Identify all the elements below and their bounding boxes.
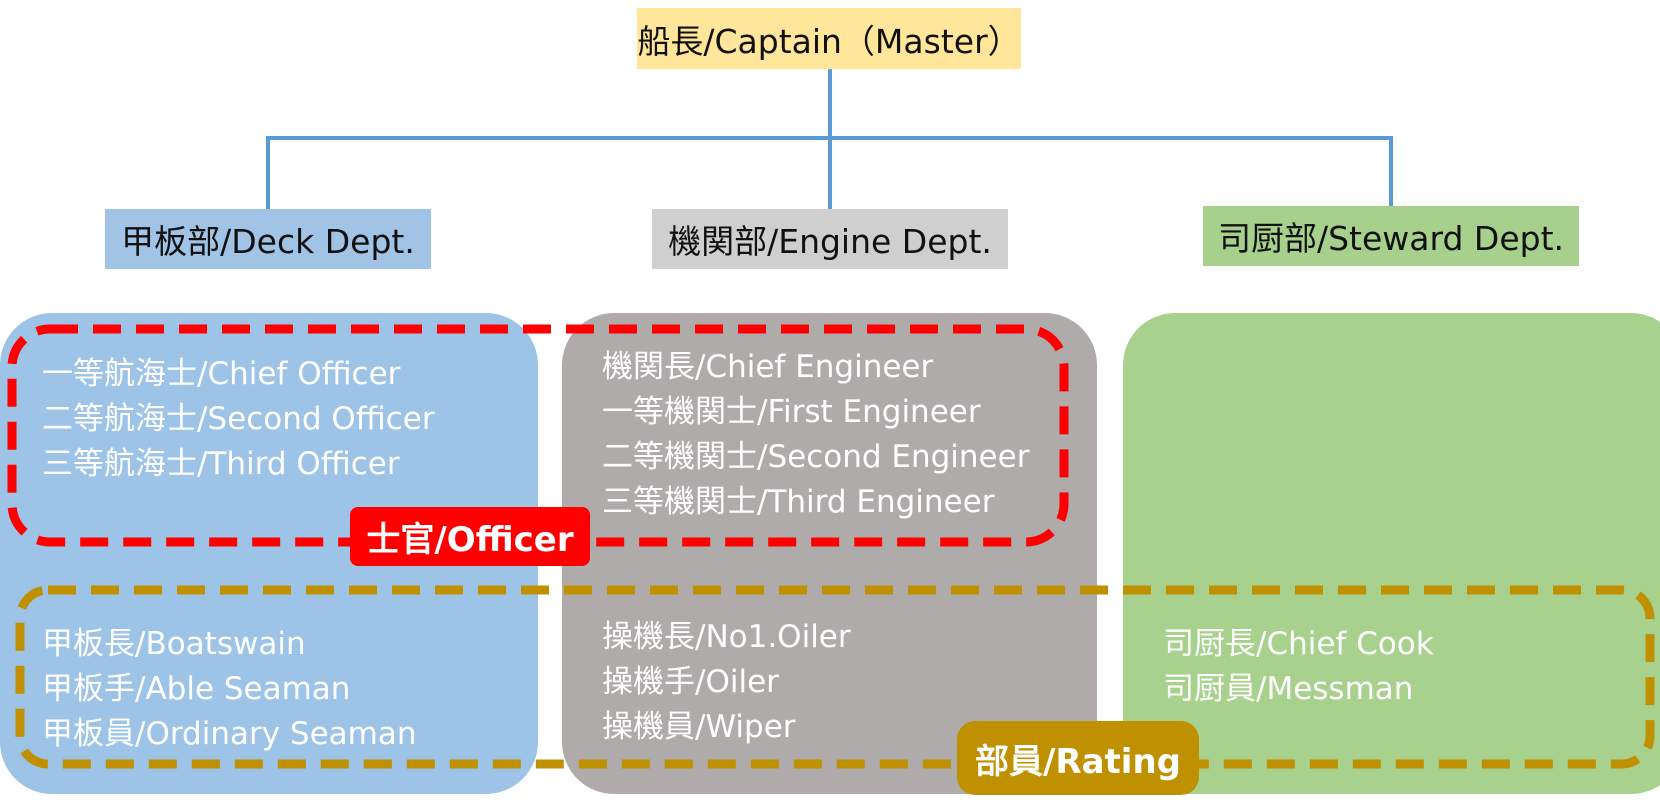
- engine-panel: [562, 313, 1097, 794]
- role-second-engineer: 二等機関士/Second Engineer: [602, 439, 1030, 475]
- steward-panel: [1123, 313, 1660, 794]
- role-chief-engineer: 機関長/Chief Engineer: [602, 349, 934, 385]
- role-messman: 司厨員/Messman: [1163, 671, 1414, 707]
- role-chief-cook: 司厨長/Chief Cook: [1163, 626, 1434, 662]
- engine-officer-list: 機関長/Chief Engineer 一等機関士/First Engineer …: [602, 345, 1029, 525]
- deck-rating-list: 甲板長/Boatswain 甲板手/Able Seaman 甲板員/Ordina…: [42, 622, 417, 757]
- deck-dept-box: 甲板部/Deck Dept.: [105, 209, 431, 269]
- deck-officer-list: 一等航海士/Chief Officer 二等航海士/Second Officer…: [42, 352, 435, 487]
- rating-group-label: 部員/Rating: [957, 721, 1199, 795]
- steward-rating-list: 司厨長/Chief Cook 司厨員/Messman: [1163, 622, 1434, 712]
- role-chief-officer: 一等航海士/Chief Officer: [42, 356, 401, 392]
- role-third-engineer: 三等機関士/Third Engineer: [602, 484, 995, 520]
- officer-group-label: 士官/Officer: [350, 507, 590, 566]
- role-second-officer: 二等航海士/Second Officer: [42, 401, 435, 437]
- rating-group-outline: [15, 585, 1655, 769]
- steward-dept-box: 司厨部/Steward Dept.: [1203, 206, 1579, 266]
- role-able-seaman: 甲板手/Able Seaman: [42, 671, 351, 707]
- role-first-engineer: 一等機関士/First Engineer: [602, 394, 981, 430]
- engine-rating-list: 操機長/No1.Oiler 操機手/Oiler 操機員/Wiper: [602, 615, 851, 750]
- role-oiler: 操機手/Oiler: [602, 664, 779, 700]
- role-third-officer: 三等航海士/Third Officer: [42, 446, 400, 482]
- role-ordinary-seaman: 甲板員/Ordinary Seaman: [42, 716, 417, 752]
- captain-box: 船長/Captain（Master）: [637, 8, 1021, 69]
- role-wiper: 操機員/Wiper: [602, 709, 796, 745]
- role-boatswain: 甲板長/Boatswain: [42, 626, 306, 662]
- role-no1-oiler: 操機長/No1.Oiler: [602, 619, 851, 655]
- engine-dept-box: 機関部/Engine Dept.: [652, 209, 1008, 269]
